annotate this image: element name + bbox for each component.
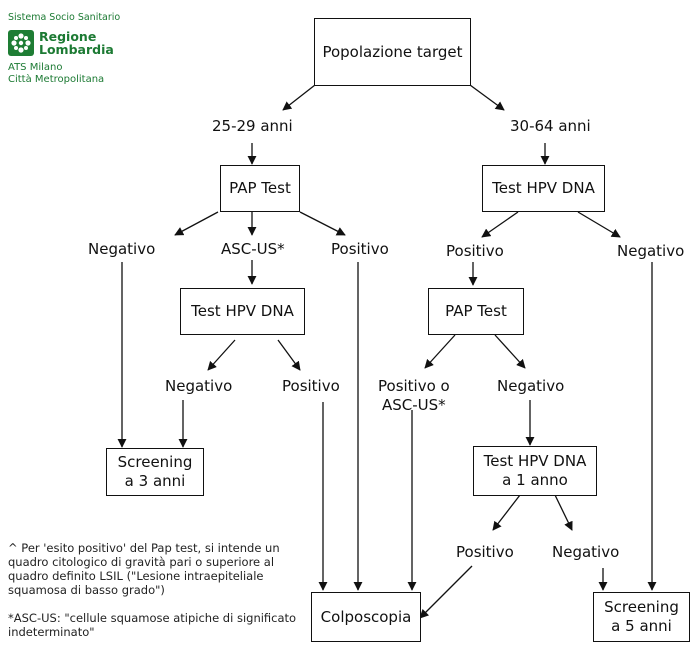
hpv-1-year-line1: Test HPV DNA <box>483 452 587 470</box>
colposcopia-box: Colposcopia <box>311 592 421 642</box>
pap-left-negative-label: Negativo <box>88 240 156 258</box>
pap-positive-footnote: ^ Per 'esito positivo' del Pap test, si … <box>8 541 280 597</box>
ascus-footnote-line1: *ASC-US: "cellule squamose atipiche di s… <box>8 611 297 625</box>
ascus-footnote: *ASC-US: "cellule squamose atipiche di s… <box>8 611 296 639</box>
pap-footnote-line1: ^ Per 'esito positivo' del Pap test, si … <box>8 541 280 555</box>
hpv-dna-box-left: Test HPV DNA <box>180 288 305 335</box>
logo-region-line1: Regione <box>39 29 97 44</box>
pap-footnote-line4: squamosa di basso grado") <box>8 583 165 597</box>
hpv-right-positive-label: Positivo <box>446 242 504 260</box>
hpv-left-positive-label: Positivo <box>282 377 340 395</box>
pap-right-positive-ascus-label: Positivo o ASC-US* <box>378 377 450 415</box>
logo-ats: ATS Milano Città Metropolitana <box>8 62 120 86</box>
logo-ats-line1: ATS Milano <box>8 62 63 73</box>
pap-test-box-left: PAP Test <box>220 165 300 212</box>
logo-region-line2: Lombardia <box>39 42 114 57</box>
pap-right-positive-line1: Positivo o <box>378 377 450 395</box>
hpv-1-year-negative-label: Negativo <box>552 543 620 561</box>
age-25-29-label: 25-29 anni <box>212 117 293 135</box>
hpv-1-year-line2: a 1 anno <box>502 471 568 489</box>
logo-row: Regione Lombardia <box>8 30 120 56</box>
screening-5-line1: Screening <box>604 598 679 616</box>
hpv-dna-1-year-box: Test HPV DNA a 1 anno <box>473 446 597 496</box>
hpv-left-negative-label: Negativo <box>165 377 233 395</box>
hpv-dna-box-right: Test HPV DNA <box>482 165 605 212</box>
pap-right-negative-label: Negativo <box>497 377 565 395</box>
ascus-footnote-line2: indeterminato" <box>8 625 95 639</box>
age-30-64-label: 30-64 anni <box>510 117 591 135</box>
screening-5-line2: a 5 anni <box>611 617 672 635</box>
rosa-camuna-icon <box>8 30 34 56</box>
logo-ats-line2: Città Metropolitana <box>8 74 105 85</box>
pap-right-positive-line2: ASC-US* <box>382 396 446 414</box>
logo-system-text: Sistema Socio Sanitario <box>8 12 121 23</box>
pap-left-ascus-label: ASC-US* <box>221 240 285 258</box>
screening-3-line2: a 3 anni <box>124 472 186 490</box>
pap-test-box-right: PAP Test <box>428 288 524 335</box>
hpv-1-year-positive-label: Positivo <box>456 543 514 561</box>
screening-3-line1: Screening <box>117 453 193 471</box>
logo-region-name: Regione Lombardia <box>39 30 114 56</box>
target-population-box: Popolazione target <box>314 18 471 86</box>
pap-left-positive-label: Positivo <box>331 240 389 258</box>
screening-5-years-box: Screening a 5 anni <box>593 592 690 642</box>
regione-lombardia-logo: Sistema Socio Sanitario Regione Lombardi… <box>8 12 120 86</box>
screening-3-years-box: Screening a 3 anni <box>106 448 204 496</box>
pap-footnote-line2: quadro citologico di gravità pari o supe… <box>8 555 275 569</box>
pap-footnote-line3: quadro definito LSIL ("Lesione intraepit… <box>8 569 264 583</box>
hpv-right-negative-label: Negativo <box>617 242 685 260</box>
